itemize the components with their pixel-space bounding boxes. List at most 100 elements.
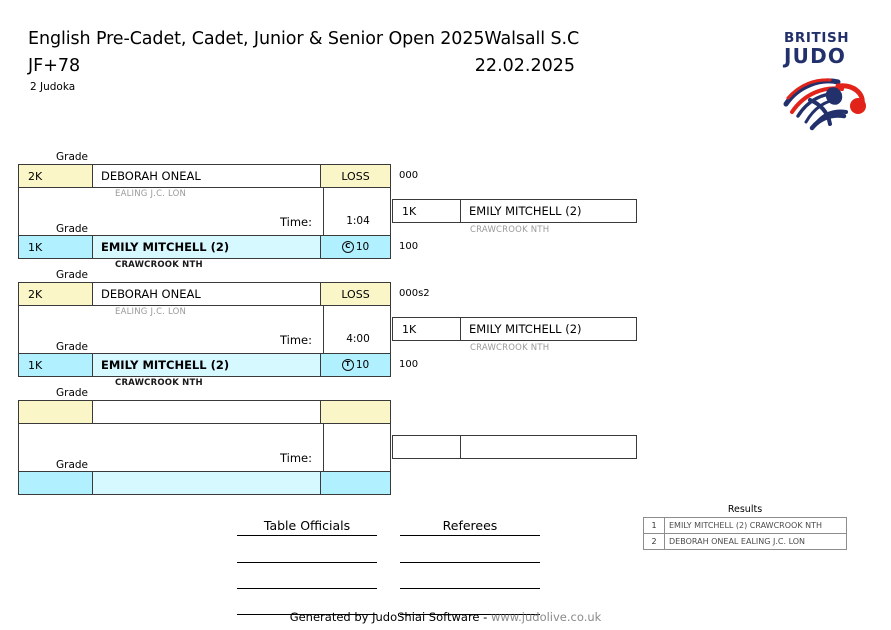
match-time-row: Time: 1:04	[18, 188, 391, 236]
competitor-row-bottom[interactable]	[18, 471, 391, 495]
winner-name: EMILY MITCHELL (2)	[469, 204, 582, 218]
grade-label: Grade	[56, 341, 89, 353]
competitor-name: DEBORAH ONEAL	[93, 283, 321, 305]
winner-grade	[393, 436, 461, 458]
winner-advance-box[interactable]	[392, 435, 637, 459]
result-entry: DEBORAH ONEAL EALING J.C. LON	[664, 533, 847, 550]
competitor-grade: 2K	[19, 283, 93, 305]
competitor-score	[321, 472, 390, 494]
score-points: 10	[355, 359, 370, 371]
time-divider	[323, 424, 324, 472]
footer-url[interactable]: www.judolive.co.uk	[490, 610, 602, 624]
competitor-name	[93, 401, 321, 423]
time-divider	[323, 188, 324, 236]
competitor-name: EMILY MITCHELL (2)	[93, 236, 321, 258]
winner-name	[461, 436, 636, 458]
match-time-row: Time:	[18, 424, 391, 472]
footer-text: Generated by JudoShiai Software -	[289, 610, 491, 624]
time-label: Time:	[279, 215, 312, 229]
signature-line[interactable]	[400, 597, 540, 615]
competitor-row-top[interactable]: 2K DEBORAH ONEAL LOSS	[18, 164, 391, 188]
competitor-grade	[19, 401, 93, 423]
winner-name: EMILY MITCHELL (2)	[469, 322, 582, 336]
competitor-club: EALING J.C. LON	[115, 189, 187, 199]
grade-label: Grade	[56, 269, 89, 281]
result-entry: EMILY MITCHELL (2) CRAWCROOK NTH	[664, 517, 847, 534]
time-label: Time:	[279, 333, 312, 347]
sheet-header: English Pre-Cadet, Cadet, Junior & Senio…	[0, 0, 891, 140]
competitor-name: EMILY MITCHELL (2)	[93, 354, 321, 376]
weight-category: JF+78	[28, 56, 81, 76]
referees-title: Referees	[400, 518, 540, 536]
result-rank: 2	[643, 533, 665, 550]
competitor-row-top[interactable]: 2K DEBORAH ONEAL LOSS	[18, 282, 391, 306]
score-code: 100	[399, 241, 419, 252]
match-time-value: 4:00	[346, 333, 370, 345]
british-judo-logo: BRITISH JUDO	[772, 28, 874, 133]
grade-label: Grade	[56, 151, 89, 163]
logo-text-british: BRITISH	[784, 30, 850, 46]
signature-line[interactable]	[400, 571, 540, 589]
venue-name: Walsall S.C	[484, 29, 580, 49]
score-symbol-group: C 10	[341, 241, 370, 253]
competitor-grade: 2K	[19, 165, 93, 187]
logo-text-judo: JUDO	[784, 44, 847, 68]
winner-advance-box[interactable]: 1K EMILY MITCHELL (2)	[392, 317, 637, 341]
grade-label: Grade	[56, 223, 89, 235]
result-rank: 1	[643, 517, 665, 534]
judoka-count: 2 Judoka	[30, 81, 76, 93]
signature-line[interactable]	[237, 545, 377, 563]
competitor-row-bottom[interactable]: 1K EMILY MITCHELL (2) T 10	[18, 353, 391, 377]
table-row: 2 DEBORAH ONEAL EALING J.C. LON	[643, 533, 847, 550]
competitor-row-bottom[interactable]: 1K EMILY MITCHELL (2) C 10	[18, 235, 391, 259]
winner-grade: 1K	[393, 200, 461, 222]
grade-label: Grade	[56, 387, 89, 399]
results-title: Results	[727, 504, 763, 515]
competitor-grade: 1K	[19, 236, 93, 258]
event-date: 22.02.2025	[474, 56, 575, 76]
winner-advance-box[interactable]: 1K EMILY MITCHELL (2)	[392, 199, 637, 223]
competitor-result: LOSS	[341, 287, 370, 301]
category-row: JF+78 22.02.2025	[28, 56, 748, 78]
table-officials-block: Table Officials	[237, 518, 377, 615]
signature-line[interactable]	[237, 597, 377, 615]
competitor-club: CRAWCROOK NTH	[115, 260, 203, 270]
winner-grade: 1K	[393, 318, 461, 340]
competitor-result	[321, 401, 390, 423]
match-time-row: Time: 4:00	[18, 306, 391, 354]
competitor-name: DEBORAH ONEAL	[93, 165, 321, 187]
score-circle-icon: C	[341, 241, 354, 253]
judoka-figure-icon	[783, 78, 866, 131]
grade-label: Grade	[56, 459, 89, 471]
score-points: 10	[355, 241, 370, 253]
table-officials-title: Table Officials	[237, 518, 377, 536]
winner-club: CRAWCROOK NTH	[470, 343, 550, 353]
competitor-score: C 10	[321, 236, 390, 258]
score-circle-icon: T	[341, 359, 354, 371]
match-time-value: 1:04	[346, 215, 370, 227]
results-panel: Results 1 EMILY MITCHELL (2) CRAWCROOK N…	[643, 504, 847, 550]
competitor-score: T 10	[321, 354, 390, 376]
referees-block: Referees	[400, 518, 540, 615]
event-title-line: English Pre-Cadet, Cadet, Junior & Senio…	[28, 29, 748, 49]
score-code: 100	[399, 359, 419, 370]
score-code: 000	[399, 170, 419, 181]
competitor-row-top[interactable]	[18, 400, 391, 424]
competitor-result: LOSS	[341, 169, 370, 183]
competitor-grade	[19, 472, 93, 494]
competitor-name	[93, 472, 321, 494]
results-table: 1 EMILY MITCHELL (2) CRAWCROOK NTH 2 DEB…	[643, 517, 847, 550]
time-label: Time:	[279, 451, 312, 465]
time-divider	[323, 306, 324, 354]
signature-line[interactable]	[400, 545, 540, 563]
competitor-club: EALING J.C. LON	[115, 307, 187, 317]
competitor-club: CRAWCROOK NTH	[115, 378, 203, 388]
event-title: English Pre-Cadet, Cadet, Junior & Senio…	[28, 29, 485, 49]
competitor-grade: 1K	[19, 354, 93, 376]
table-row: 1 EMILY MITCHELL (2) CRAWCROOK NTH	[643, 517, 847, 534]
footer: Generated by JudoShiai Software - www.ju…	[0, 610, 891, 624]
signature-line[interactable]	[237, 571, 377, 589]
score-symbol-group: T 10	[341, 359, 370, 371]
winner-club: CRAWCROOK NTH	[470, 225, 550, 235]
score-code: 000s2	[399, 288, 430, 299]
